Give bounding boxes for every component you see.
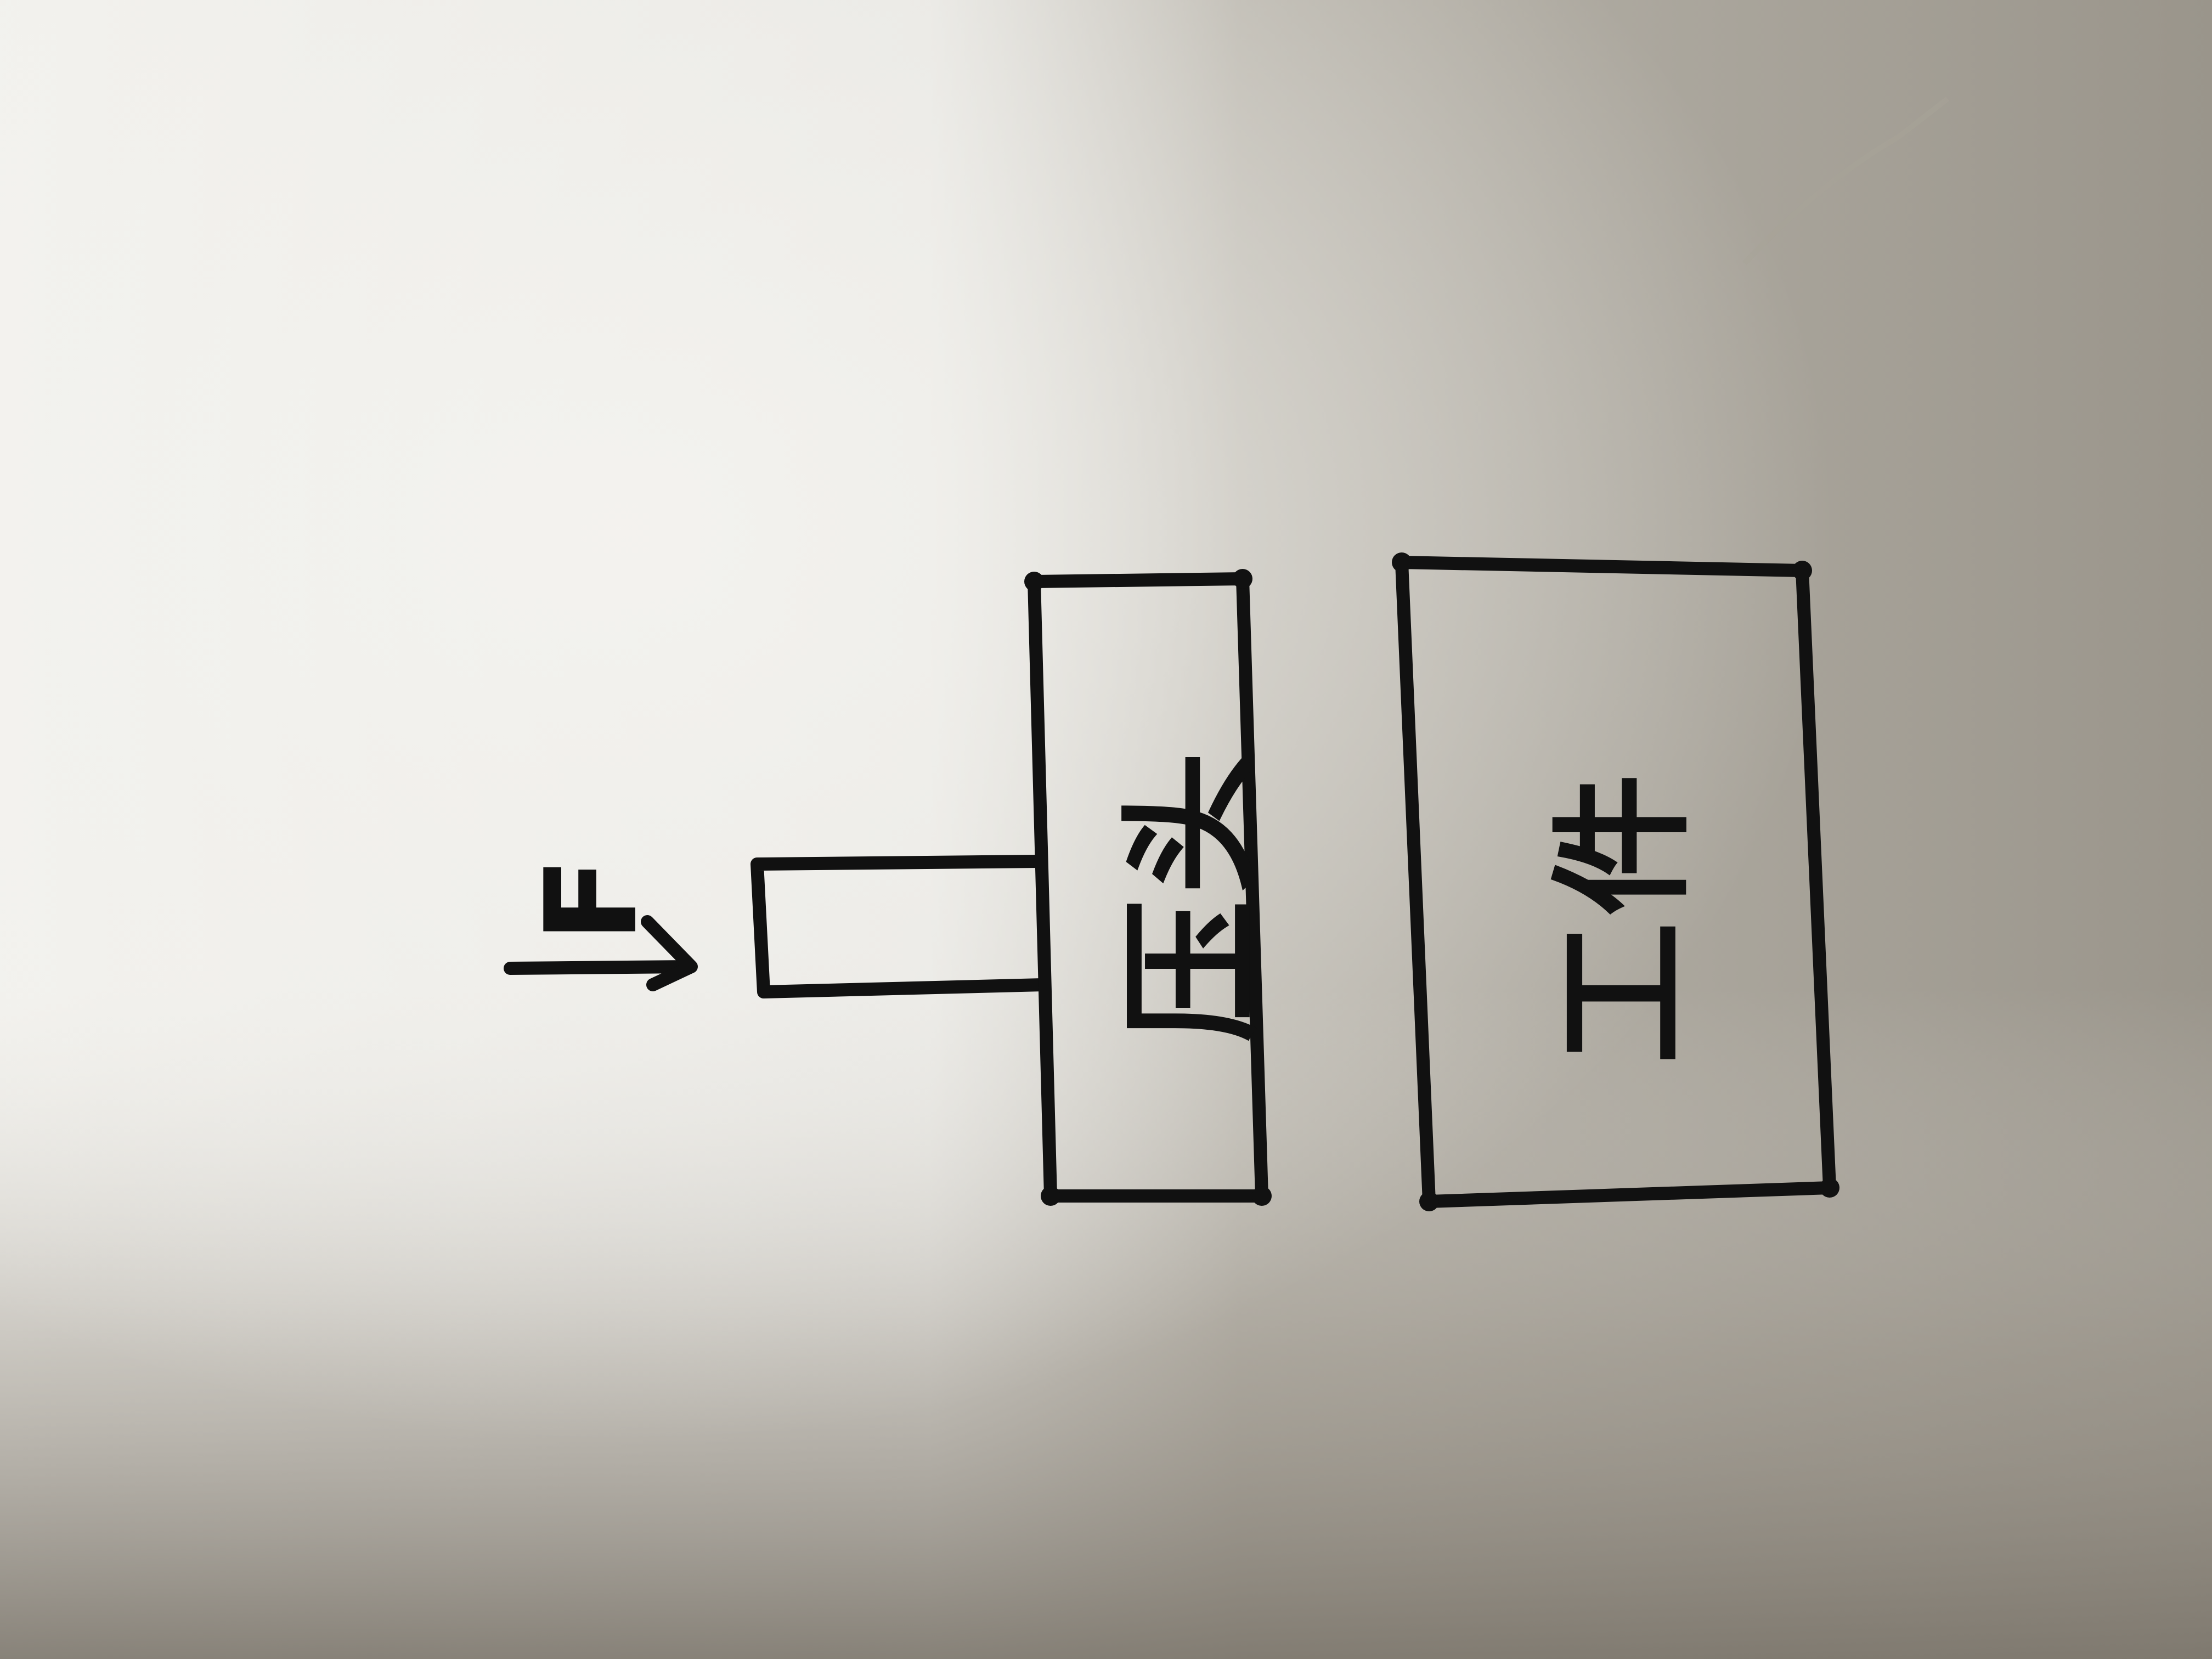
workpiece-label: 工件 bbox=[1541, 768, 1707, 1064]
paper-fold-line bbox=[1742, 97, 1950, 266]
press-head-label: 压头 bbox=[1110, 746, 1276, 1042]
arrow-right-icon bbox=[504, 915, 698, 991]
press-stem bbox=[751, 855, 1049, 998]
force-label: F bbox=[519, 856, 665, 943]
